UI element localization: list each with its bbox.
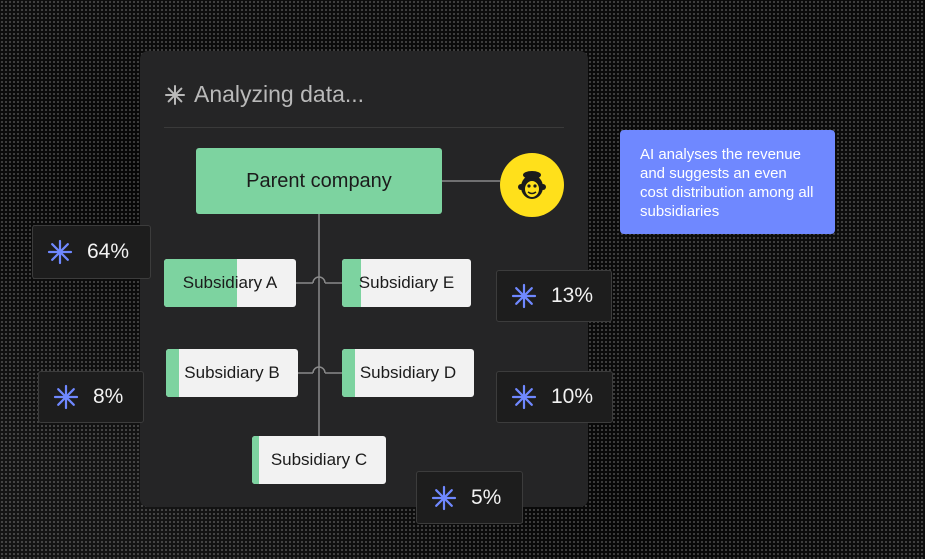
parent-company-label: Parent company <box>246 169 392 192</box>
ai-note-card: AI analyses the revenue and suggests an … <box>620 130 835 234</box>
sparkle-icon <box>511 384 537 410</box>
parent-company-node: Parent company <box>196 148 442 214</box>
share-fill <box>342 259 362 307</box>
badge-10: 10% <box>496 371 613 423</box>
subsidiary-d-label: Subsidiary D <box>359 363 457 382</box>
divider <box>164 127 564 128</box>
badge-value: 10% <box>551 385 594 408</box>
badge-value: 64% <box>87 240 130 263</box>
badge-13: 13% <box>496 270 612 322</box>
subsidiary-d-node: Subsidiary D <box>342 349 474 397</box>
share-fill <box>342 349 356 397</box>
subsidiary-a-node: Subsidiary A <box>164 259 296 307</box>
panel-header: Analyzing data... <box>164 81 364 108</box>
badge-value: 5% <box>471 485 502 509</box>
badge-value: 8% <box>93 385 124 408</box>
sparkle-icon <box>47 239 73 265</box>
sparkle-icon <box>511 283 537 309</box>
subsidiary-a-label: Subsidiary A <box>182 273 278 292</box>
subsidiary-c-label: Subsidiary C <box>270 450 368 469</box>
subsidiary-c-node: Subsidiary C <box>252 436 386 484</box>
subsidiary-e-node: Subsidiary E <box>342 259 471 307</box>
ai-note-text: AI analyses the revenue and suggests an … <box>640 146 814 220</box>
sparkle-icon <box>165 84 185 105</box>
share-fill <box>166 349 180 397</box>
badge-8: 8% <box>38 371 144 423</box>
subsidiary-b-label: Subsidiary B <box>184 363 280 382</box>
sparkle-icon <box>53 384 79 410</box>
panel-title: Analyzing data... <box>194 81 365 107</box>
share-fill <box>164 259 237 307</box>
badge-5: 5% <box>416 471 523 524</box>
mailchimp-logo-icon <box>500 153 564 217</box>
badge-value: 13% <box>551 284 594 307</box>
badge-64: 64% <box>32 225 151 279</box>
subsidiary-e-label: Subsidiary E <box>358 273 455 292</box>
subsidiary-b-node: Subsidiary B <box>166 349 298 397</box>
sparkle-icon <box>431 485 457 510</box>
share-fill <box>252 436 259 484</box>
